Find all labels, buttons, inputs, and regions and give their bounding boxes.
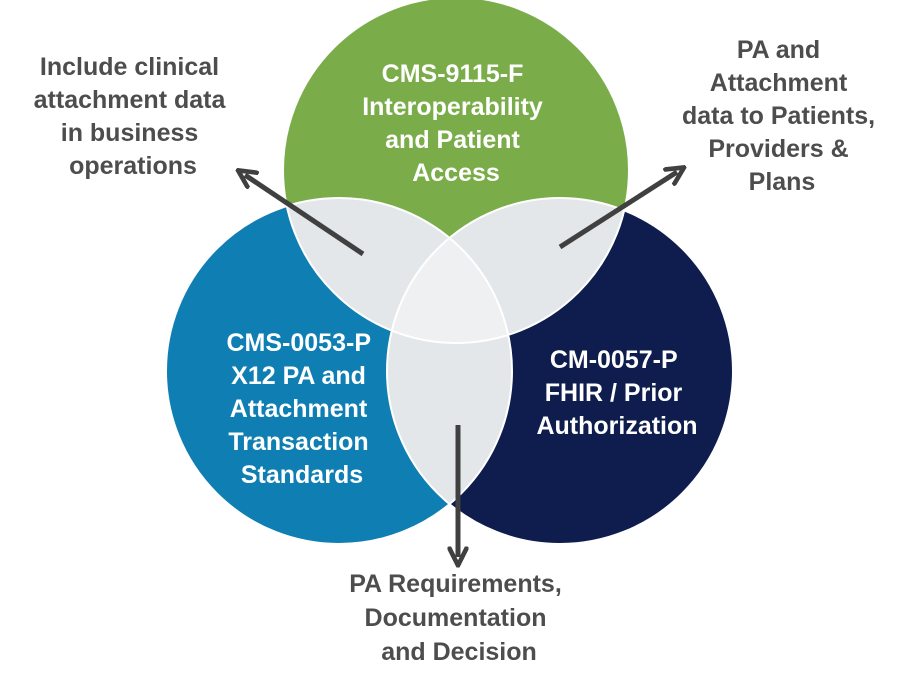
arrow-top-left-icon [245, 175, 365, 257]
right-circle-text: CM-0057-P FHIR / Prior Authorization [536, 346, 697, 440]
circle-outlines [165, 0, 734, 545]
arrow-top-right-icon [558, 172, 677, 250]
left-circle-text: CMS-0053-P X12 PA and Attachment Transac… [227, 329, 378, 489]
label-bottom: PA Requirements, Documentation and Decis… [349, 570, 569, 666]
label-top-right: PA and Attachment data to Patients, Prov… [682, 36, 882, 196]
label-top-left: Include clinical attachment data in busi… [34, 53, 233, 180]
overlap-center [387, 198, 512, 343]
top-circle-text: CMS-9115-F Interoperability and Patient … [362, 60, 550, 187]
